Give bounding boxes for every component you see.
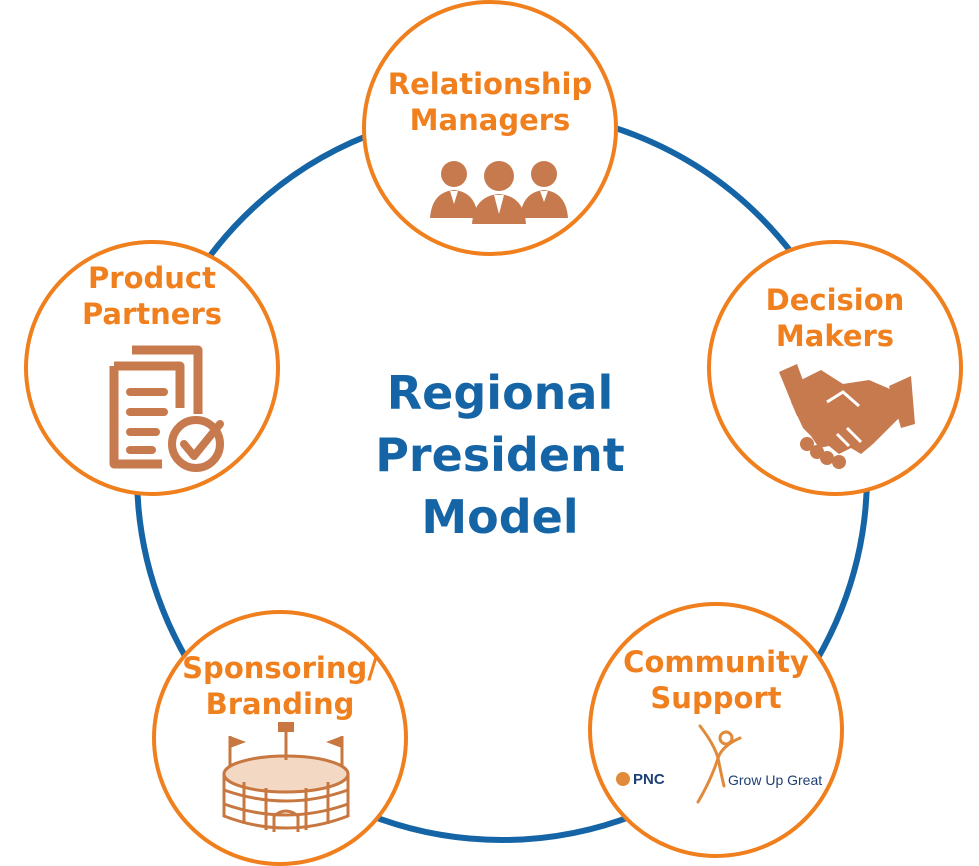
node-title-line-2: Branding <box>205 687 355 721</box>
node-title-line-2: Support <box>650 681 782 715</box>
center-title: Regional President Model <box>330 362 670 548</box>
node-relationship-managers: Relationship Managers <box>362 0 618 256</box>
node-title-line-1: Decision <box>765 283 905 317</box>
node-decision-makers: Decision Makers <box>707 240 963 496</box>
center-title-line-1: Regional <box>386 366 614 420</box>
grow-up-great-logo-text: Grow Up Great <box>728 772 823 788</box>
pnc-logo-text: PNC <box>633 771 665 788</box>
node-title-line-1: Relationship <box>387 67 593 101</box>
node-title: Relationship Managers <box>366 66 614 138</box>
node-title-line-2: Managers <box>409 103 571 137</box>
node-title-line-2: Partners <box>81 297 223 331</box>
node-title: Decision Makers <box>711 282 959 354</box>
handshake-icon <box>779 364 915 469</box>
pnc-mark-icon <box>616 772 630 786</box>
node-product-partners: Product Partners <box>24 240 280 496</box>
center-title-line-3: Model <box>421 490 579 544</box>
node-title-line-1: Product <box>88 261 216 295</box>
node-title-line-1: Sponsoring/ <box>182 651 378 685</box>
node-title: Community Support <box>592 644 840 716</box>
stadium-icon <box>222 722 350 832</box>
document-checkmark-icon <box>109 345 224 472</box>
pnc-logo: PNC <box>616 768 700 792</box>
node-sponsoring-branding: Sponsoring/ Branding <box>152 610 408 866</box>
node-title-line-2: Makers <box>775 319 895 353</box>
node-title-line-1: Community <box>623 645 809 679</box>
node-title: Sponsoring/ Branding <box>156 650 404 722</box>
node-community-support: Community Support PNC Grow Up Great <box>588 602 844 858</box>
pnc-grow-up-great-logo: PNC Grow Up Great <box>616 724 826 804</box>
child-figure-icon <box>696 724 742 804</box>
node-title: Product Partners <box>28 260 276 332</box>
center-title-line-2: President <box>375 428 625 482</box>
people-group-icon <box>430 161 568 224</box>
